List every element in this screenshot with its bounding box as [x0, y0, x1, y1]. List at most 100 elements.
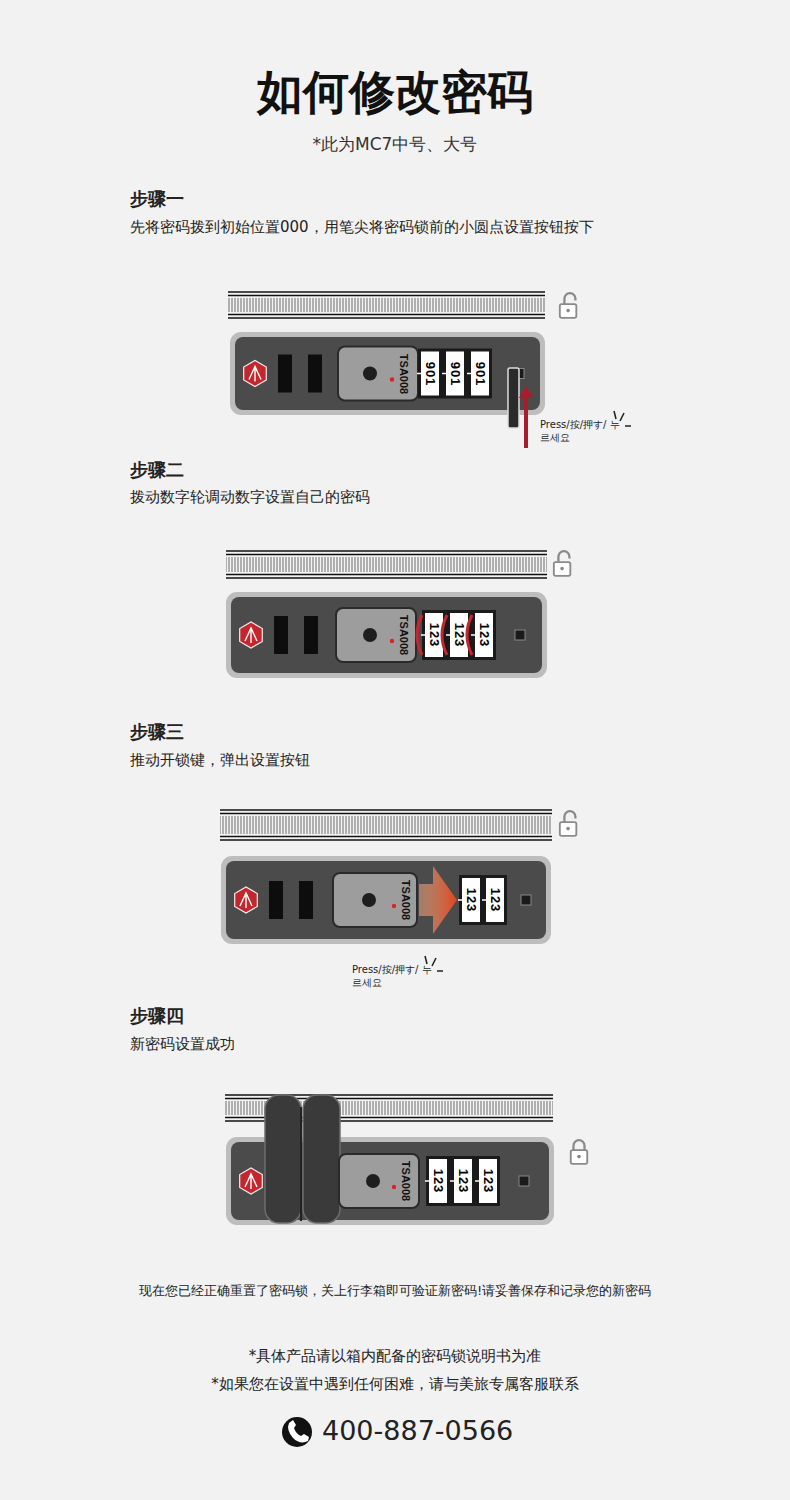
illustration-line — [450, 1180, 454, 1182]
illustration-circle — [392, 904, 396, 908]
illustration-line — [228, 317, 545, 319]
illustration-circle — [390, 377, 394, 381]
phone-number: 400-887-0566 — [322, 1415, 513, 1446]
illustration-polygon — [240, 622, 263, 648]
step-text: 拨动数字轮调动数字设置自己的密码 — [130, 488, 370, 507]
illustration-rect — [338, 347, 418, 401]
illustration-rect — [454, 1159, 472, 1203]
illustration-use — [560, 811, 577, 836]
illustration-line — [432, 958, 436, 966]
illustration-polygon — [419, 866, 457, 934]
step-text: 推动开锁键，弹出设置按钮 — [130, 751, 310, 770]
illustration-line — [220, 839, 552, 841]
illustration-rect — [446, 352, 464, 396]
illustration-svg — [230, 332, 545, 415]
step-text: 先将密码拨到初始位置000，用笔尖将密码锁前的小圆点设置按钮按下 — [130, 218, 594, 237]
step-heading: 步骤三 — [130, 720, 184, 744]
model-code: TSA008 — [398, 615, 409, 655]
model-code: TSA008 — [398, 353, 409, 393]
illustration-path — [288, 1420, 309, 1442]
lock-housing: TSA008123123123 — [226, 1137, 554, 1225]
wheel-digits: 123 — [457, 1169, 470, 1194]
lock-housing: TSA008 901 901 901 — [230, 332, 545, 415]
illustration-rect — [221, 856, 551, 944]
illustration-rect — [426, 1156, 500, 1206]
step-heading: 步骤一 — [130, 187, 184, 211]
step-heading: 步骤四 — [130, 1004, 184, 1028]
illustration-line — [226, 574, 547, 576]
illustration-line — [467, 373, 471, 375]
illustration-line — [437, 970, 443, 972]
illustration-polygon — [235, 887, 258, 913]
wheel-digits: 901 — [474, 361, 487, 386]
illustration-line — [471, 634, 475, 636]
illustration-svg — [221, 856, 551, 944]
press-note: Press/按/押す/ 누르세요 — [540, 419, 622, 444]
illustration-rect — [304, 616, 318, 654]
illustration-line — [226, 554, 547, 556]
model-code: TSA008 — [400, 880, 411, 920]
illustration-rect — [450, 613, 468, 657]
wheel-digits: 123 — [478, 623, 491, 648]
illustration-line — [421, 634, 425, 636]
illustration-use — [571, 1140, 588, 1164]
illustration-line — [228, 314, 545, 316]
illustration-rect — [421, 352, 439, 396]
illustration-polygon — [519, 386, 533, 398]
illustration-line — [417, 373, 421, 375]
illustration-path — [245, 1174, 257, 1189]
illustration-line — [446, 634, 450, 636]
illustration-path — [245, 628, 257, 643]
subtitle: *此为MC7中号、大号 — [0, 133, 790, 156]
illustration-line — [524, 396, 528, 448]
illustration-path — [249, 367, 261, 382]
illustration-rect — [226, 861, 546, 939]
illustration-rect — [274, 616, 288, 654]
illustration-line — [228, 295, 545, 297]
illustration-rect — [475, 613, 493, 657]
footnote: *具体产品请以箱内配备的密码锁说明书为准 — [0, 1347, 790, 1366]
illustration-rect — [339, 1154, 419, 1208]
illustration-line — [226, 577, 547, 579]
illustration-path — [467, 615, 472, 655]
illustration-rect — [235, 337, 540, 410]
wheel-digits: 901 — [424, 361, 437, 386]
step-text: 新密码设置成功 — [130, 1035, 235, 1054]
illustration-rect — [226, 592, 547, 678]
illustration-line — [220, 813, 552, 815]
illustration-rect — [230, 332, 545, 415]
illustration-rect — [521, 895, 531, 905]
illustration-circle — [282, 1417, 312, 1447]
illustration-line — [475, 1180, 479, 1182]
wheel-digits: 123 — [432, 1169, 445, 1194]
step-heading: 步骤二 — [130, 458, 184, 482]
illustration-path — [442, 615, 447, 655]
illustration-rect — [508, 368, 519, 428]
wheel-digits: 123 — [489, 888, 502, 913]
page-title: 如何修改密码 — [0, 62, 790, 124]
wheel-digits: 123 — [453, 623, 466, 648]
illustration-line — [614, 411, 616, 419]
illustration-rect — [459, 875, 507, 925]
illustration-rect — [231, 597, 542, 673]
illustration-rect — [462, 878, 480, 922]
illustration-rect — [303, 1095, 340, 1223]
illustration-line — [300, 1107, 302, 1221]
lock-housing: TSA008123123 — [221, 856, 551, 944]
illustration-line — [425, 1180, 429, 1182]
illustration-rect — [269, 881, 283, 919]
wheel-digits: 901 — [449, 361, 462, 386]
illustration-circle — [390, 639, 394, 643]
illustration-circle — [363, 367, 377, 381]
wheel-digits: 123 — [482, 1169, 495, 1194]
illustration-line — [220, 836, 552, 838]
illustration-rect — [519, 1176, 529, 1186]
illustration-rect — [429, 1159, 447, 1203]
illustration-rect — [515, 630, 525, 640]
illustration-rect — [220, 816, 552, 834]
illustration-rect — [422, 610, 496, 660]
lock-housing: TSA008123123123 — [226, 592, 547, 678]
illustration-rect — [228, 298, 545, 312]
result-note: 现在您已经正确重置了密码锁，关上行李箱即可验证新密码!请妥善保存和记录您的新密码 — [0, 1282, 790, 1300]
illustration-rect — [418, 349, 492, 399]
